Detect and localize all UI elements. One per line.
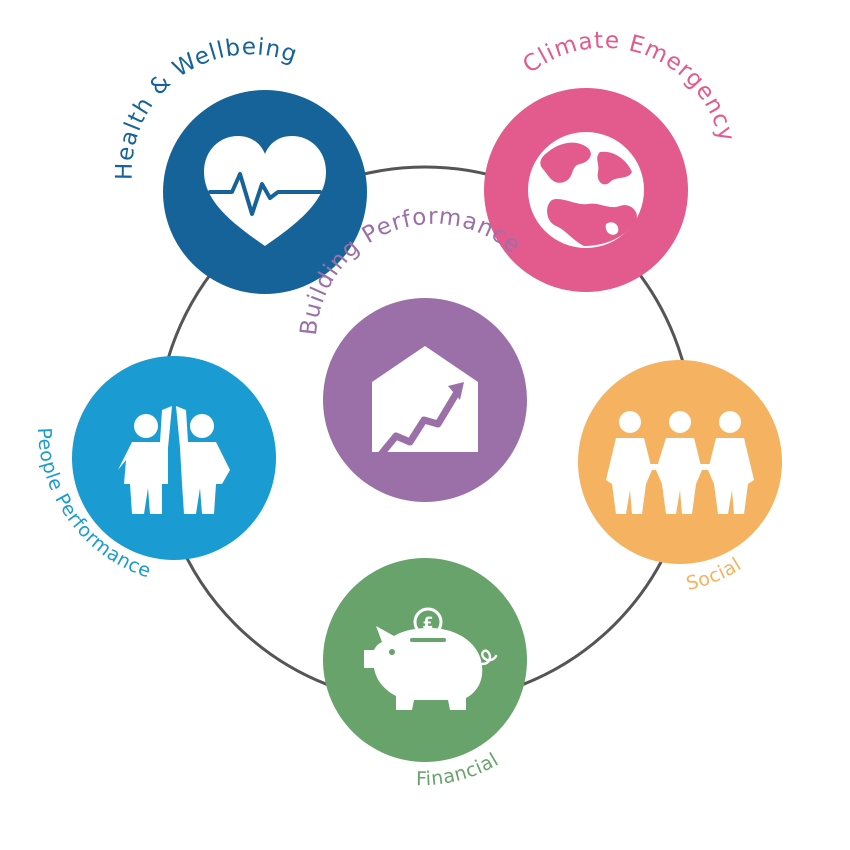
node-financial: £ Financial [323,558,527,790]
heart-pulse-icon [204,136,326,246]
globe-icon [528,132,644,248]
node-people-performance: People Performance [33,356,276,582]
piggy-bank-icon: £ [364,607,498,710]
node-health-wellbeing: Health & Wellbeing [112,34,367,294]
holding-hands-group-icon [606,411,754,514]
house-rising-chart-icon [372,346,478,462]
people-circle [72,356,276,560]
node-climate-emergency: Climate Emergency [484,28,739,292]
high-five-people-icon [118,406,230,514]
svg-text:£: £ [422,613,433,632]
node-social: Social [578,360,782,595]
